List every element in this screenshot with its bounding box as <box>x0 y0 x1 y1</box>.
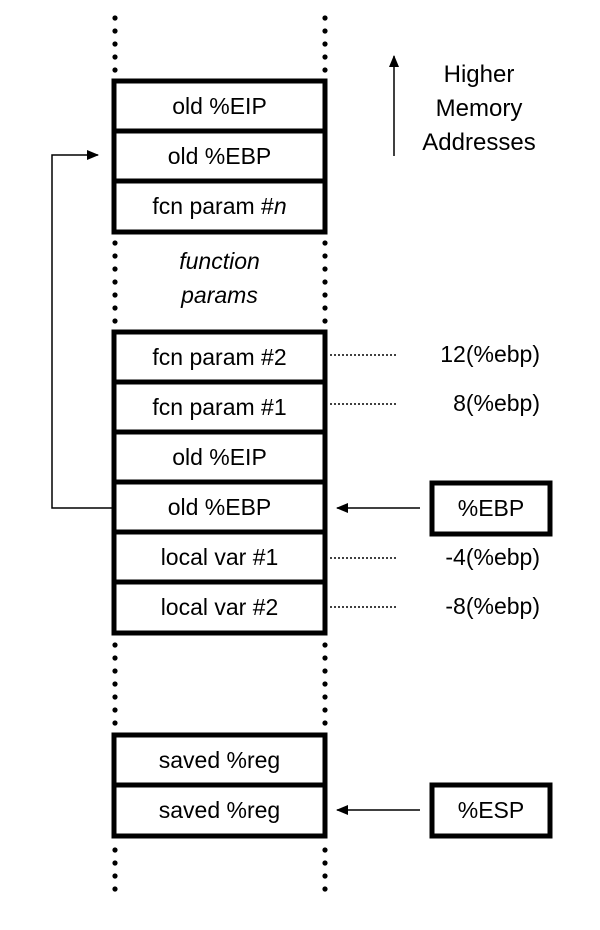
cell-saved-reg-1: saved %reg <box>159 747 280 773</box>
cell-local-var-1: local var #1 <box>161 544 279 570</box>
legend-line-higher: Higher <box>444 61 515 88</box>
ebp-register-label: %EBP <box>458 495 524 521</box>
cell-old-eip-top: old %EIP <box>172 93 267 119</box>
cell-old-eip: old %EIP <box>172 444 267 470</box>
offset-label-local1: -4(%ebp) <box>445 544 540 570</box>
offset-label-local2: -8(%ebp) <box>445 593 540 619</box>
offset-label-param2: 12(%ebp) <box>440 341 540 367</box>
ebp-register-box <box>429 480 553 537</box>
legend-line-memory: Memory <box>436 95 523 122</box>
caller-stack-block: old %EIP old %EBP fcn param #n <box>111 78 328 235</box>
cell-fcn-param-1: fcn param #1 <box>152 394 286 420</box>
legend-line-addresses: Addresses <box>422 129 535 156</box>
top-dotted-rails <box>112 15 328 73</box>
saved-ebp-link-arrow <box>51 150 114 509</box>
function-params-label-line2: params <box>180 282 258 308</box>
saved-registers-block: saved %reg saved %reg <box>111 732 328 839</box>
middle-dotted-rails <box>112 240 328 324</box>
cell-old-ebp-top: old %EBP <box>168 143 272 169</box>
esp-register-box <box>429 782 553 839</box>
offset-label-param1: 8(%ebp) <box>453 390 540 416</box>
cell-fcn-param-2: fcn param #2 <box>152 344 286 370</box>
cell-saved-reg-2: saved %reg <box>159 797 280 823</box>
function-params-label-line1: function <box>179 248 260 274</box>
cell-local-var-2: local var #2 <box>161 594 279 620</box>
cell-old-ebp: old %EBP <box>168 494 272 520</box>
esp-register-label: %ESP <box>458 797 524 823</box>
lower-dotted-rails <box>112 642 328 726</box>
bottom-dotted-rails <box>112 847 328 892</box>
cell-fcn-param-n: fcn param #n <box>152 193 286 219</box>
current-stack-frame: fcn param #2 fcn param #1 old %EIP old %… <box>111 329 328 636</box>
